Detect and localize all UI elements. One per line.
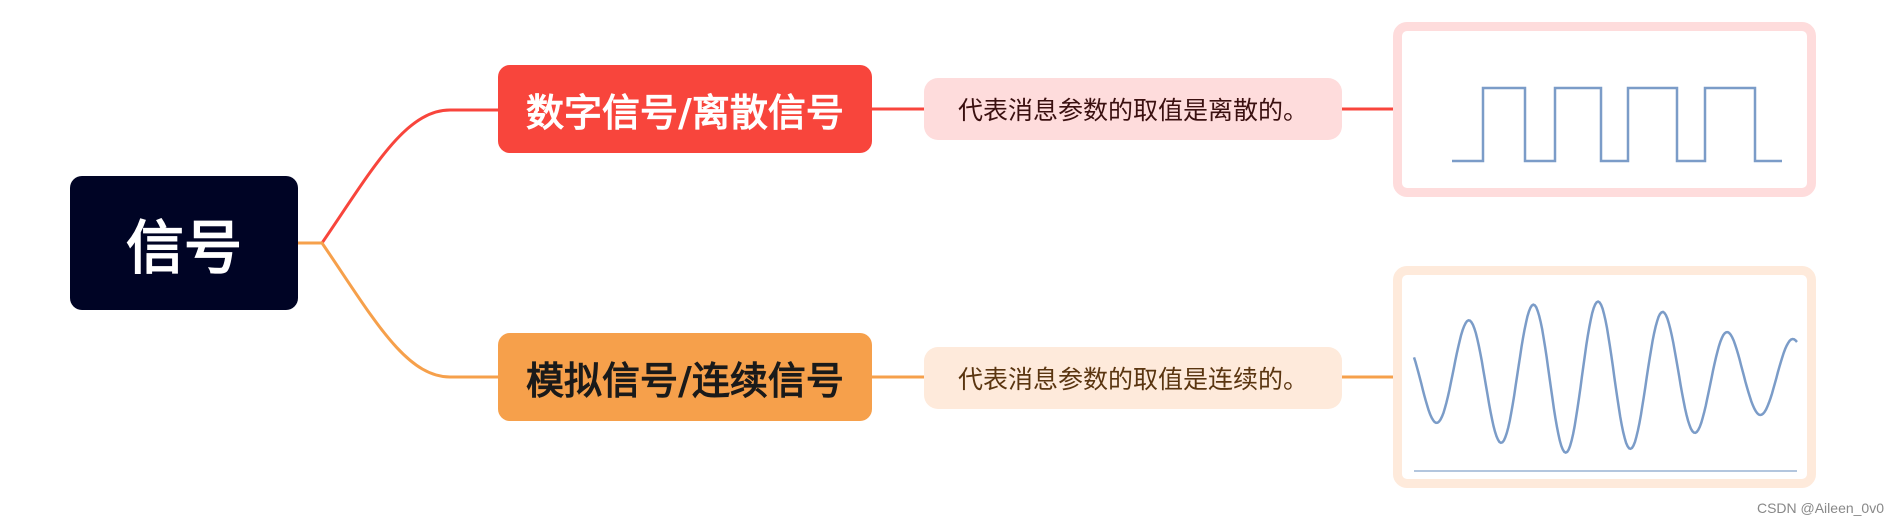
watermark: CSDN @Aileen_0v0 [1756, 500, 1884, 516]
connector-analog [298, 241, 1393, 379]
description-digital-signal[interactable]: 代表消息参数的取值是离散的。 [924, 78, 1342, 140]
root-node[interactable]: 信号 [70, 176, 298, 310]
square-wave-icon [1452, 86, 1782, 163]
sine-wave-icon [1412, 300, 1798, 472]
square-wave-image [1393, 22, 1816, 197]
description-analog-signal[interactable]: 代表消息参数的取值是连续的。 [924, 347, 1342, 409]
branch-analog-signal[interactable]: 模拟信号/连续信号 [498, 333, 872, 421]
connector-digital [298, 107, 1393, 245]
branch-digital-signal[interactable]: 数字信号/离散信号 [498, 65, 872, 153]
sine-wave-image [1393, 266, 1816, 488]
